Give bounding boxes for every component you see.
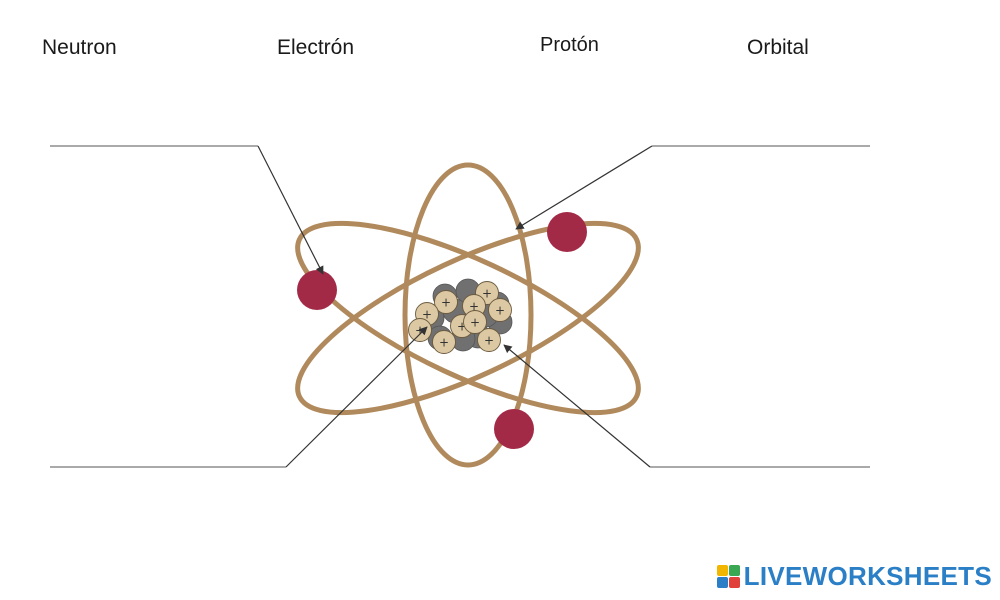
electrons	[297, 212, 587, 449]
proton-particle: +	[432, 330, 456, 354]
answer-slot-top-right[interactable]	[652, 122, 870, 146]
proton-particle: +	[477, 328, 501, 352]
word-neutron[interactable]: Neutron	[42, 36, 117, 59]
pointer-to-proton	[503, 344, 651, 468]
electron-left	[297, 270, 337, 310]
proton-plus-sign: +	[484, 334, 494, 348]
proton-plus-sign: +	[470, 316, 480, 330]
answer-slot-bottom-left[interactable]	[50, 443, 286, 467]
proton-plus-sign: +	[457, 320, 467, 334]
brand-footer: LIVEWORKSHEETS	[716, 561, 992, 592]
answer-slot-top-left[interactable]	[50, 122, 258, 146]
proton-plus-sign: +	[439, 336, 449, 350]
word-orbital[interactable]: Orbital	[747, 36, 809, 59]
liveworksheets-logo-icon	[716, 565, 740, 588]
orbits	[295, 162, 641, 468]
answer-lines	[50, 145, 870, 468]
pointer-to-orbit	[515, 145, 653, 230]
pointer-to-electron	[257, 145, 324, 275]
proton-plus-sign: +	[422, 308, 432, 322]
proton-particle: +	[434, 290, 458, 314]
proton-plus-sign: +	[482, 287, 492, 301]
orbit-vertical	[402, 162, 534, 468]
electron-bottom	[494, 409, 534, 449]
orbit-tilted-up	[295, 220, 641, 416]
brand-name: LIVEWORKSHEETS	[743, 561, 992, 591]
nucleus: ++++++++++	[408, 278, 513, 354]
proton-particle: +	[488, 298, 512, 322]
proton-particle: +	[463, 310, 487, 334]
answer-slot-bottom-right[interactable]	[650, 443, 870, 467]
electron-right	[547, 212, 587, 252]
word-proton[interactable]: Protón	[540, 34, 599, 56]
proton-plus-sign: +	[441, 296, 451, 310]
proton-plus-sign: +	[469, 300, 479, 314]
pointer-to-neutron	[285, 326, 428, 468]
word-electron[interactable]: Electrón	[277, 36, 355, 59]
pointer-lines	[257, 145, 653, 468]
orbit-tilted-down	[295, 220, 641, 416]
proton-plus-sign: +	[495, 304, 505, 318]
proton-particle: +	[408, 318, 432, 342]
